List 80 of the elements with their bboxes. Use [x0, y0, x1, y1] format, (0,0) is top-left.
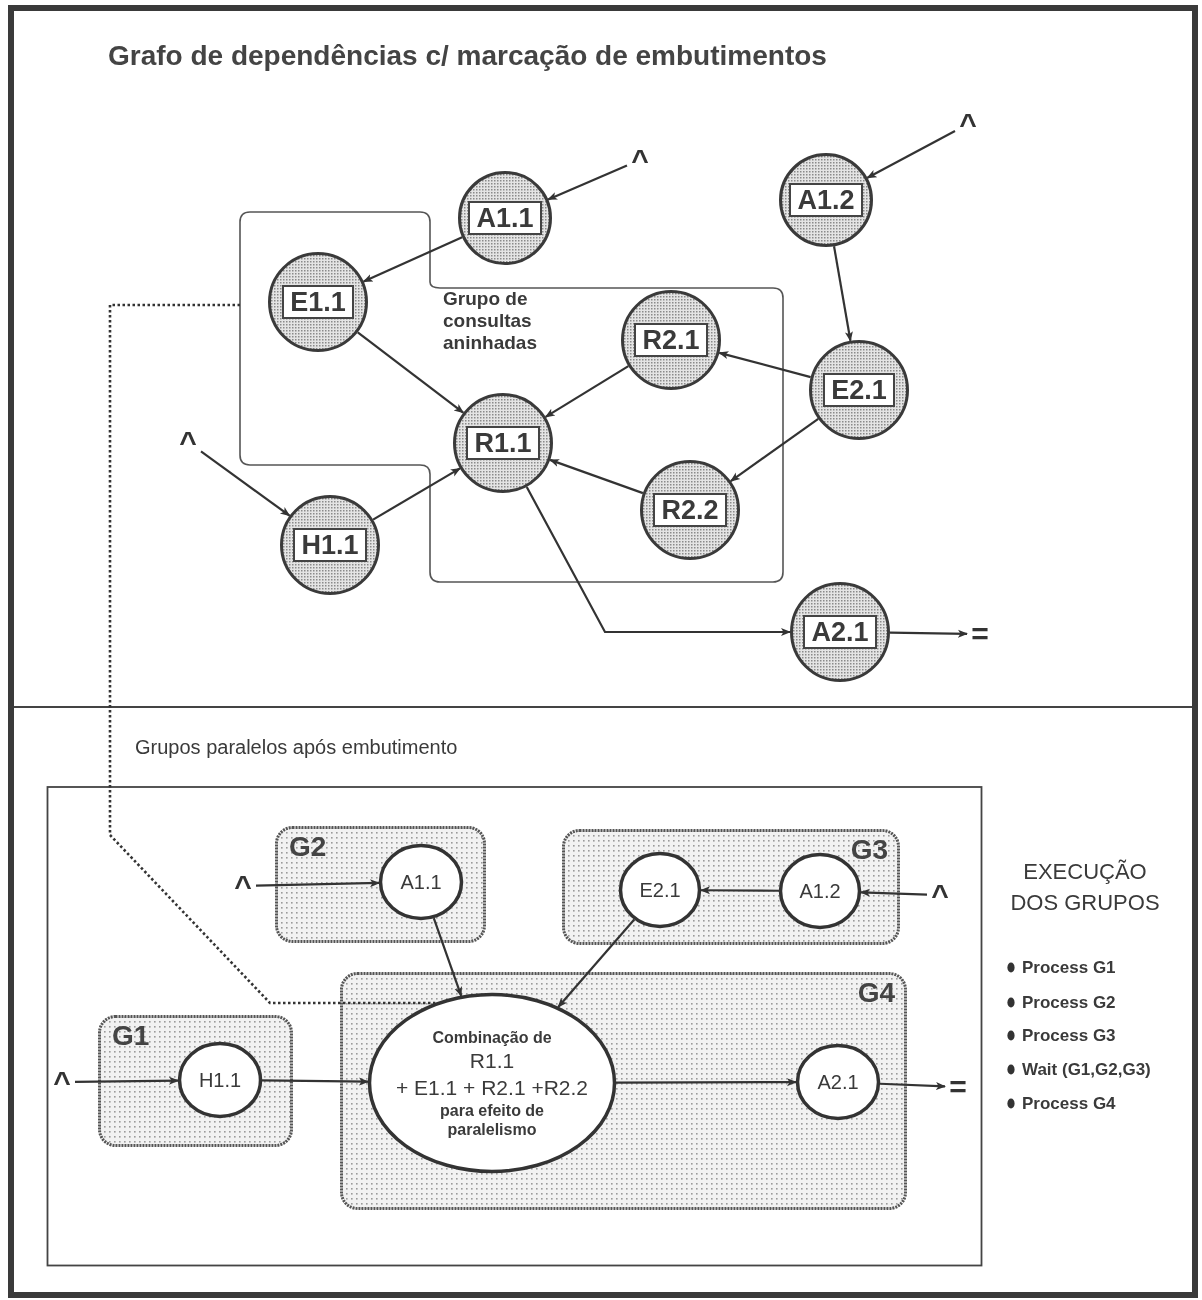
- node-circle: [280, 495, 380, 595]
- arrow: [549, 458, 644, 495]
- node-label: A1.2: [799, 879, 841, 903]
- node-label: Combinação de: [432, 1027, 552, 1047]
- terminal-symbol: ^: [955, 111, 981, 137]
- arrow: [859, 888, 928, 897]
- node-label: A1.1: [400, 870, 442, 894]
- arrow: [525, 486, 791, 636]
- list-item: Process G4: [1022, 1094, 1116, 1114]
- node-label: E1.1: [282, 285, 354, 319]
- list-item: Wait (G1,G2,G3): [1022, 1060, 1151, 1080]
- node-circle: [268, 252, 368, 352]
- node-label: A2.1: [803, 615, 877, 649]
- arrow: [866, 130, 956, 179]
- terminal-symbol: ^: [927, 882, 953, 908]
- node-label: R2.1: [634, 323, 708, 357]
- node-circle: [619, 852, 701, 928]
- node-label: + E1.1 + R2.1 +R2.2: [395, 1074, 588, 1101]
- group-label: G2: [289, 832, 327, 862]
- node-label: E2.1: [639, 878, 681, 902]
- arrow: [544, 365, 629, 418]
- group-box: [98, 1015, 293, 1147]
- connector-line: [108, 303, 436, 1005]
- arrow: [432, 917, 463, 997]
- node-circle: [379, 844, 463, 920]
- node-label: A1.1: [468, 201, 542, 235]
- arrow: [255, 879, 380, 888]
- node-label: A1.2: [789, 183, 863, 217]
- group-label: G3: [850, 835, 888, 865]
- title: Grafo de dependências c/ marcação de embutimentos: [108, 40, 827, 72]
- terminal-symbol: ^: [627, 147, 653, 173]
- arrow: [557, 918, 636, 1008]
- terminal-symbol: =: [967, 621, 993, 647]
- node-ellipse: [368, 993, 616, 1173]
- node-label: H1.1: [198, 1068, 242, 1092]
- node-circle: [453, 393, 553, 493]
- group-box: [340, 972, 907, 1210]
- list-item: Process G3: [1022, 1026, 1116, 1046]
- section-heading: EXECUÇÃO DOS GRUPOS: [1010, 858, 1160, 917]
- arrow: [718, 351, 811, 379]
- arrow: [890, 629, 968, 638]
- terminal-symbol: =: [945, 1074, 971, 1100]
- arrow: [700, 886, 779, 895]
- arrow: [879, 1082, 946, 1091]
- arrow: [362, 236, 463, 283]
- node-circle: [809, 340, 909, 440]
- arrow: [832, 246, 853, 342]
- terminal-symbol: ^: [49, 1069, 75, 1095]
- list-item: Process G2: [1022, 993, 1116, 1013]
- node-label: R1.1: [466, 426, 540, 460]
- arrow: [729, 418, 819, 482]
- group-label: G4: [857, 978, 895, 1008]
- group-box: [562, 829, 900, 945]
- node-label: A2.1: [817, 1070, 859, 1094]
- node-circle: [458, 171, 552, 265]
- node-label: para efeito de paralelismo: [439, 1100, 545, 1139]
- arrow: [616, 1078, 797, 1087]
- node-circle: [621, 290, 721, 390]
- arrow: [372, 467, 461, 521]
- terminal-symbol: ^: [230, 873, 256, 899]
- node-label: E2.1: [823, 373, 895, 407]
- list-item: Process G1: [1022, 958, 1116, 978]
- node-circle: [178, 1042, 262, 1118]
- group-box: [275, 826, 486, 943]
- node-circle: [796, 1044, 880, 1120]
- arrow: [75, 1076, 179, 1085]
- arrow: [547, 164, 628, 201]
- arrow: [200, 450, 291, 517]
- node-label: H1.1: [293, 528, 367, 562]
- node-label: R1.1: [469, 1047, 515, 1074]
- node-circle: [779, 153, 873, 247]
- group-label: Grupo de consultas aninhadas: [443, 288, 538, 354]
- node-label: R2.2: [653, 493, 727, 527]
- node-circle: [790, 582, 890, 682]
- arrow: [357, 331, 465, 414]
- arrow: [262, 1077, 369, 1086]
- terminal-symbol: ^: [175, 429, 201, 455]
- node-circle: [640, 460, 740, 560]
- group-label: G1: [112, 1021, 150, 1051]
- panel-heading: Grupos paralelos após embutimento: [135, 736, 458, 759]
